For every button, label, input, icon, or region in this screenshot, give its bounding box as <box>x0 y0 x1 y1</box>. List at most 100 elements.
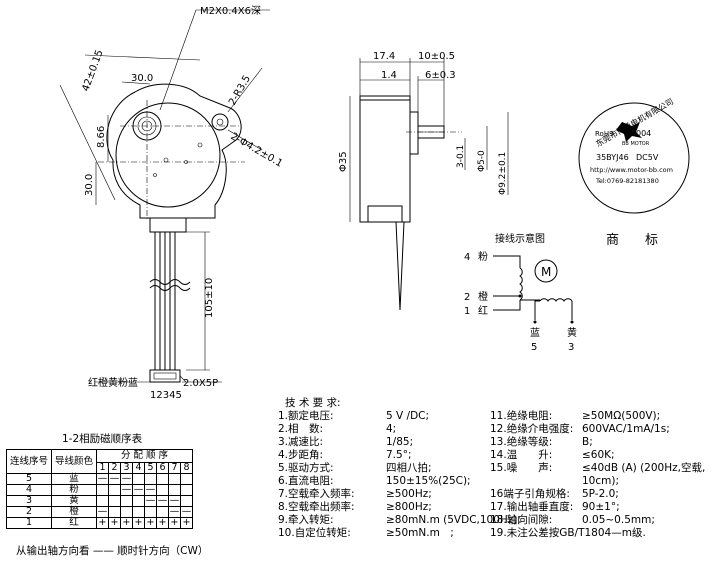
spec-value: 7.5°; <box>386 449 412 461</box>
spec-key: 18.轴向间隙: <box>490 514 553 526</box>
spec-item: 7.空载牵入频率:≥500Hz; <box>278 488 432 501</box>
spec-key: 13.绝缘等级: <box>490 436 553 448</box>
spec-value: 4; <box>386 423 397 435</box>
row-step: — <box>144 484 157 496</box>
row-wire: 1 <box>6 517 52 529</box>
spec-value: ≥50MΩ(500V); <box>582 410 661 422</box>
row-step: — <box>120 473 133 485</box>
spec-key: 4.步距角: <box>278 449 324 461</box>
row-step <box>120 506 133 518</box>
spec-value: 10cm); <box>582 475 619 487</box>
row-wire: 3 <box>6 495 52 507</box>
step-header: 1 <box>96 462 109 474</box>
spec-item: 11.绝缘电阻: ≥50MΩ(500V); <box>490 410 660 423</box>
spec-item: 10.自定位转矩:≥50mN.m ; <box>278 527 454 540</box>
dim-6: 6±0.3 <box>425 70 456 81</box>
spec-item: 8.空载牵出频率:≥800Hz; <box>278 501 432 514</box>
row-step: + <box>108 517 121 529</box>
dim-5: Φ5-0 <box>477 150 487 172</box>
spec-item: 16端子引角规格:5P-2.0; <box>490 488 619 501</box>
spec-item: 19.未注公差按GB/T1804—m级. <box>490 527 646 540</box>
wiring-title: 接线示意图 <box>495 232 545 245</box>
spec-key: 17.输出轴垂直度: <box>490 501 574 513</box>
spec-key: 11.绝缘电阻: <box>490 410 553 422</box>
spec-key: 14.温 升: <box>490 449 553 461</box>
row-step: — <box>96 506 109 518</box>
wiring-diagram <box>493 255 574 324</box>
spec-item: 3.减速比:1/85; <box>278 436 413 449</box>
spec-item: 1.额定电压:5 V /DC; <box>278 410 429 423</box>
row-step: — <box>120 484 133 496</box>
row-step <box>132 495 145 507</box>
screw-dim: M2X0.4X6深 <box>200 5 261 17</box>
row-wire: 2 <box>6 506 52 518</box>
wire-2-color: 橙 <box>478 290 488 303</box>
step-header: 7 <box>168 462 181 474</box>
wire-2: 2 <box>464 292 470 303</box>
spec-item: 9.牵入转矩:≥80mN.m (5VDC,100Hz); <box>278 514 521 527</box>
dim-3: 3-0.1 <box>456 145 466 168</box>
spec-value: 600VAC/1mA/1s; <box>582 423 670 435</box>
spec-item: 15.噪 声:≤40dB (A) (200Hz,空载, <box>490 462 705 475</box>
logo-code: 004 <box>636 129 651 138</box>
spec-key: 10.自定位转矩: <box>278 527 351 539</box>
row-color: 橙 <box>51 506 97 518</box>
spec-item: 5.驱动方式: 四相八拍; <box>278 462 432 475</box>
row-step: + <box>132 517 145 529</box>
dim-174: 17.4 <box>373 51 395 62</box>
step-header: 2 <box>108 462 121 474</box>
spec-item: 18.轴向间隙: 0.05~0.5mm; <box>490 514 655 527</box>
spec-key: 2.相 数: <box>278 423 324 435</box>
row-color: 粉 <box>51 484 97 496</box>
spec-key: 5.驱动方式: <box>278 462 334 474</box>
table-footer: 从输出轴方向看 —— 顺时针方向（CW） <box>16 545 209 557</box>
spec-value: 1/85; <box>386 436 414 448</box>
motor-symbol: M <box>541 265 551 279</box>
spec-item: 17.输出轴垂直度: 90±1°; <box>490 501 620 514</box>
row-step <box>120 495 133 507</box>
row-step <box>168 473 181 485</box>
row-step <box>180 484 193 496</box>
header-seq: 分 配 顺 序 <box>96 449 193 463</box>
spec-key: 15.噪 声: <box>490 462 553 474</box>
logo-model: 35BYJ46 <box>596 153 629 162</box>
spec-key: 12.绝缘介电强度: <box>490 423 574 435</box>
brand-logo <box>578 102 690 214</box>
side-view <box>349 58 509 311</box>
dim-30: 30.0 <box>131 73 153 84</box>
connector-spec: 2.0X5P <box>183 378 218 389</box>
spec-value: 0.05~0.5mm; <box>582 514 655 526</box>
wire-4: 4 <box>464 252 470 263</box>
row-step <box>96 484 109 496</box>
dim-r35: 2-R3.5 <box>227 74 253 108</box>
row-color: 蓝 <box>51 473 97 485</box>
trademark-label: 商 标 <box>606 233 658 248</box>
row-step <box>108 506 121 518</box>
spec-item: 13.绝缘等级: B; <box>490 436 593 449</box>
spec-value: 90±1°; <box>582 501 620 513</box>
wire-blue: 蓝 <box>530 327 540 339</box>
spec-value: 四相八拍; <box>386 462 432 474</box>
spec-key: 6.直流电阻: <box>278 475 334 487</box>
spec-item: 4.步距角: 7.5°; <box>278 449 412 462</box>
spec-key: 19.未注公差按GB/T1804—m级. <box>490 527 646 539</box>
front-view <box>59 9 270 383</box>
row-step: — <box>168 495 181 507</box>
wire-3: 3 <box>568 342 574 353</box>
row-step: — <box>168 506 181 518</box>
dim-10: 10±0.5 <box>418 51 455 62</box>
row-step <box>156 473 169 485</box>
wire-5: 5 <box>531 342 537 353</box>
spec-value: B; <box>582 436 593 448</box>
row-step <box>108 495 121 507</box>
row-wire: 4 <box>6 484 52 496</box>
header-wire: 连线序号 <box>6 449 52 474</box>
spec-key: 1.额定电压: <box>278 410 334 422</box>
row-color: 红 <box>51 517 97 529</box>
step-header: 3 <box>120 462 133 474</box>
spec-value: ≥80mN.m (5VDC,100Hz); <box>386 514 521 526</box>
row-step: + <box>144 517 157 529</box>
